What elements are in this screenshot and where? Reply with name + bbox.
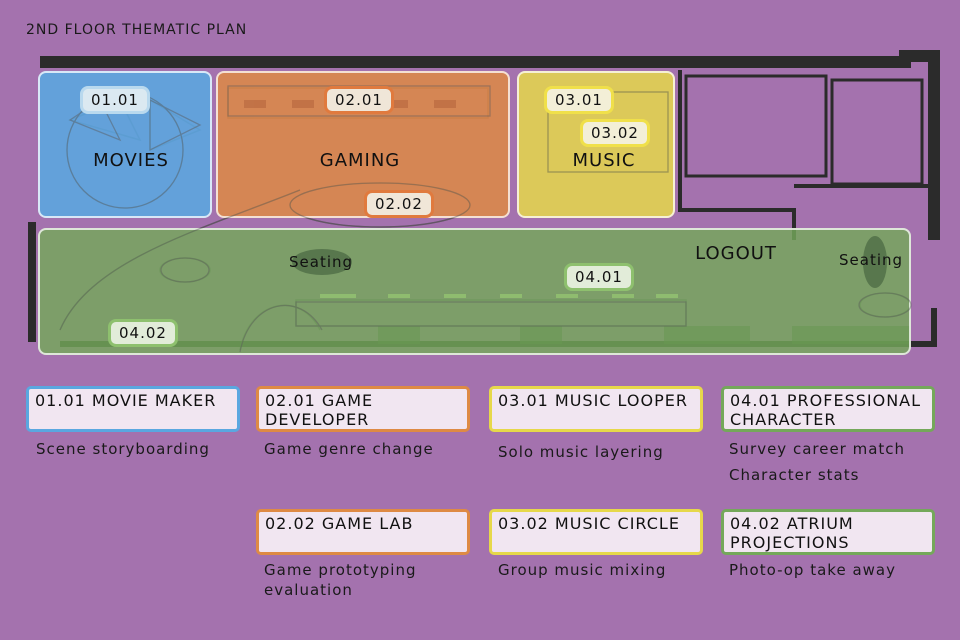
legend-desc-movie-maker: Scene storyboarding bbox=[36, 440, 210, 458]
legend-box-movie-maker: 01.01 MOVIE MAKER bbox=[26, 386, 240, 432]
legend-desc-character-stats: Character stats bbox=[729, 466, 860, 484]
zone-label-gaming: GAMING bbox=[319, 150, 401, 171]
room-tag-02-01[interactable]: 02.01 bbox=[324, 86, 394, 114]
seating-label: Seating bbox=[839, 251, 904, 269]
legend-desc-music-looper: Solo music layering bbox=[498, 443, 664, 461]
legend-desc-game-developer: Game genre change bbox=[264, 440, 434, 458]
legend-box-music-circle: 03.02 MUSIC CIRCLE bbox=[489, 509, 703, 555]
zone-label-music: MUSIC bbox=[572, 150, 636, 171]
room-tag-01-01[interactable]: 01.01 bbox=[80, 86, 150, 114]
zone-label-logout: LOGOUT bbox=[695, 243, 777, 264]
legend-box-professional-character: 04.01 PROFESSIONAL CHARACTER bbox=[721, 386, 935, 432]
room-tag-04-02[interactable]: 04.02 bbox=[108, 319, 178, 347]
legend-box-music-looper: 03.01 MUSIC LOOPER bbox=[489, 386, 703, 432]
room-tag-03-01[interactable]: 03.01 bbox=[544, 86, 614, 114]
legend-desc-atrium-projections: Photo-op take away bbox=[729, 561, 896, 579]
legend-desc-survey-career-match: Survey career match bbox=[729, 440, 906, 458]
legend-desc-music-circle: Group music mixing bbox=[498, 561, 667, 579]
room-tag-02-02[interactable]: 02.02 bbox=[364, 190, 434, 218]
legend-box-atrium-projections: 04.02 ATRIUM PROJECTIONS bbox=[721, 509, 935, 555]
room-tag-04-01[interactable]: 04.01 bbox=[564, 263, 634, 291]
legend-box-game-developer: 02.01 GAME DEVELOPER bbox=[256, 386, 470, 432]
zone-label-movies: MOVIES bbox=[93, 150, 169, 171]
legend-desc-game-lab: Game prototyping evaluation bbox=[264, 561, 417, 599]
seating-label: Seating bbox=[289, 253, 354, 271]
zone-logout[interactable] bbox=[38, 228, 911, 355]
legend-box-game-lab: 02.02 GAME LAB bbox=[256, 509, 470, 555]
plan-title: 2ND FLOOR THEMATIC PLAN bbox=[26, 22, 248, 38]
room-tag-03-02[interactable]: 03.02 bbox=[580, 119, 650, 147]
